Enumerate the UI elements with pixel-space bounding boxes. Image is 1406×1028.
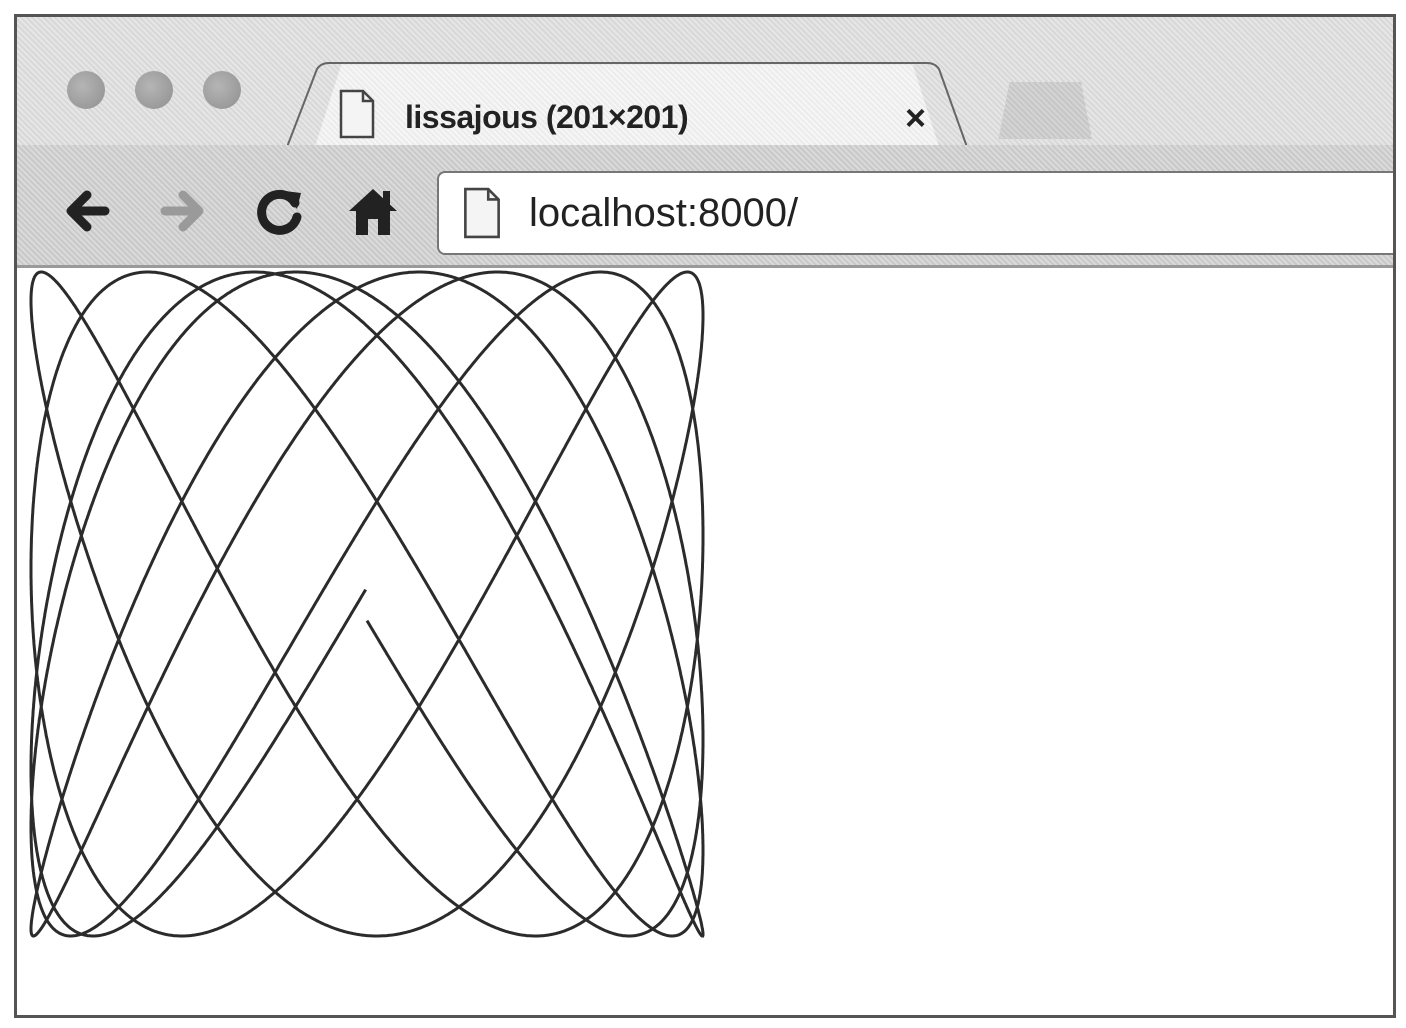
lissajous-curve <box>29 270 705 938</box>
lissajous-path <box>29 270 705 938</box>
page-content <box>17 268 1393 1015</box>
page-icon <box>464 187 500 239</box>
title-bar: lissajous (201×201) × <box>17 17 1393 149</box>
lissajous-image <box>27 268 707 940</box>
tab-title: lissajous (201×201) <box>405 99 689 135</box>
new-tab-button[interactable] <box>998 82 1092 139</box>
close-window-button[interactable] <box>67 71 105 109</box>
arrow-right-icon[interactable] <box>153 181 213 241</box>
home-icon[interactable] <box>343 181 403 241</box>
browser-window: lissajous (201×201) × localhost:8000/ <box>14 14 1396 1018</box>
tab-close-button[interactable]: × <box>905 97 927 138</box>
arrow-left-icon[interactable] <box>57 181 117 241</box>
address-bar[interactable]: localhost:8000/ <box>437 171 1393 255</box>
zoom-window-button[interactable] <box>203 71 241 109</box>
minimize-window-button[interactable] <box>135 71 173 109</box>
page-icon <box>339 89 375 139</box>
url-text[interactable]: localhost:8000/ <box>529 191 799 235</box>
reload-icon[interactable] <box>249 181 309 241</box>
